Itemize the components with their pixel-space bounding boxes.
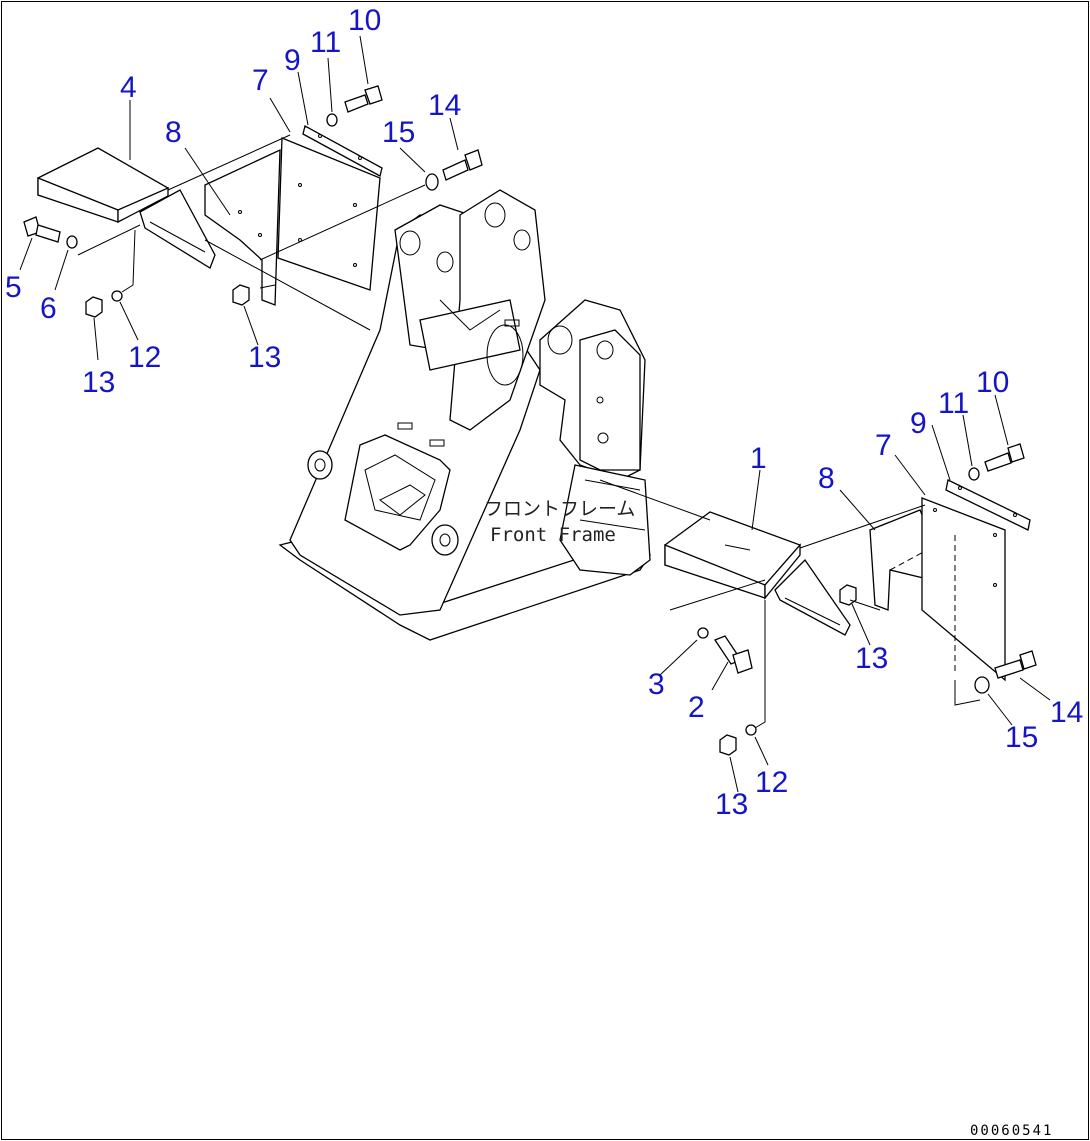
bolt-2 — [714, 635, 753, 674]
callout-2: 2 — [688, 691, 705, 724]
callout-15-left: 15 — [382, 116, 415, 149]
callout-11-left: 11 — [310, 26, 341, 59]
callout-9-right: 9 — [910, 407, 927, 440]
washer-11-left — [326, 113, 338, 127]
bolt-10-right — [984, 443, 1025, 472]
callout-15-right: 15 — [1005, 721, 1038, 754]
washer-12-right — [745, 724, 757, 736]
callout-13-left-b: 13 — [248, 341, 281, 374]
callout-10-left: 10 — [348, 4, 381, 37]
callout-14-left: 14 — [428, 89, 461, 122]
left-fender-assembly — [23, 85, 483, 331]
callout-13-left-a: 13 — [82, 366, 115, 399]
callout-12-right: 12 — [755, 766, 788, 799]
front-frame — [278, 189, 652, 641]
callout-8-left: 8 — [165, 116, 182, 149]
washer-11-right — [968, 467, 980, 481]
callout-14-right: 14 — [1050, 696, 1083, 729]
washer-15-right — [974, 676, 990, 694]
leader-lines — [19, 35, 1051, 793]
callout-8-right: 8 — [818, 462, 835, 495]
bolt-14-right — [994, 650, 1037, 679]
nut-13-right-a — [839, 584, 857, 606]
callout-13-right-a: 13 — [855, 642, 888, 675]
callout-9-left: 9 — [284, 44, 301, 77]
catalog-number: 00060541 — [970, 1123, 1053, 1139]
front-frame-label-japanese: フロントフレーム — [484, 498, 635, 520]
callout-3: 3 — [648, 668, 665, 701]
bolt-10-left — [344, 85, 383, 113]
callout-13-right-b: 13 — [715, 788, 748, 821]
nut-13-right-b — [719, 734, 737, 756]
callout-4: 4 — [120, 71, 137, 104]
callout-labels: 4 8 7 9 11 10 14 15 5 6 13 12 13 1 8 7 9… — [5, 4, 1083, 821]
nut-13-left-a — [85, 296, 103, 318]
washer-15-left — [425, 173, 439, 191]
washer-12-left — [111, 290, 123, 302]
front-frame-label-english: Front Frame — [490, 524, 616, 546]
callout-11-right: 11 — [938, 387, 969, 420]
washer-6-left — [66, 235, 78, 249]
callout-5: 5 — [5, 271, 22, 304]
callout-1: 1 — [750, 442, 767, 475]
bolt-5-left — [23, 216, 61, 243]
bolt-14-left — [442, 149, 483, 181]
callout-12-left: 12 — [128, 341, 161, 374]
nut-13-left-b — [232, 284, 250, 306]
right-fender-assembly — [599, 443, 1037, 756]
washer-3 — [697, 627, 709, 639]
callout-7-left: 7 — [252, 64, 269, 97]
callout-6: 6 — [40, 292, 57, 325]
callout-7-right: 7 — [875, 429, 892, 462]
callout-10-right: 10 — [976, 366, 1009, 399]
